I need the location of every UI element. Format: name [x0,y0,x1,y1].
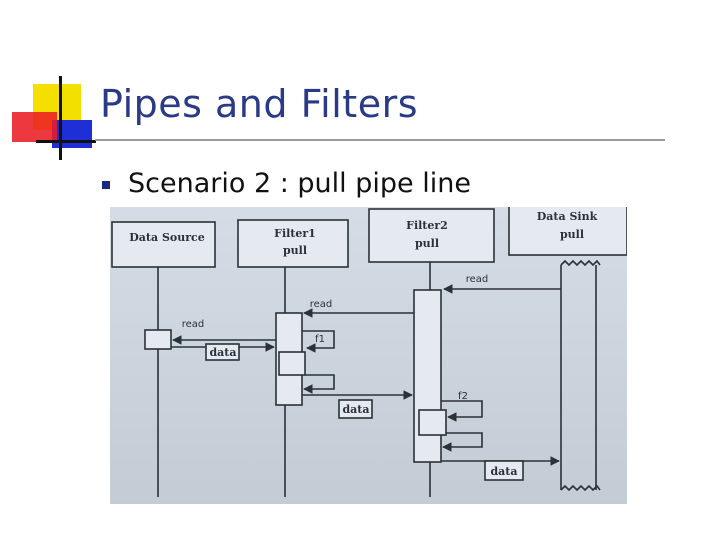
message-label-f2: f2 [458,391,468,402]
participant-label-filter2: Filter2 [406,219,448,232]
participant-sublabel-data-sink: pull [560,228,584,241]
participant-label-data-sink: Data Sink [537,210,598,223]
title-underline [95,139,665,141]
participant-sublabel-filter1: pull [283,244,307,257]
participant-box-data-source [112,222,215,267]
activation-filter2 [414,290,441,462]
bullet-square-icon [102,181,110,189]
message-label-f1: f1 [315,334,325,345]
logo-red-square [12,112,57,142]
slide-title: Pipes and Filters [100,82,418,126]
sink-top-wave [561,261,600,265]
arrow-f2-call [441,401,482,417]
sink-bottom-wave [561,486,600,490]
logo-horizontal-line [36,140,96,143]
arrow-f1-return [304,375,334,389]
sequence-diagram: Data Source Filter1 pull Filter2 pull Da… [110,207,627,504]
message-label-data-2: data [342,403,369,416]
message-label-read-2: read [310,299,333,310]
participant-label-filter1: Filter1 [274,227,316,240]
participant-box-filter2 [369,209,494,262]
message-label-data-1: data [209,346,236,359]
logo-blue-square [52,120,92,148]
sequence-diagram-photo: Data Source Filter1 pull Filter2 pull Da… [110,207,627,504]
logo-vertical-line [59,76,62,160]
bullet-text: Scenario 2 : pull pipe line [128,168,471,199]
activation-f2 [419,410,446,435]
message-label-data-3: data [490,465,517,478]
activation-data-source [145,330,171,349]
participant-label-data-source: Data Source [129,231,204,244]
message-label-read-3: read [182,319,205,330]
arrow-f2-return [443,433,482,447]
participant-sublabel-filter2: pull [415,237,439,250]
activation-f1 [279,352,305,375]
message-label-read-1: read [466,274,489,285]
